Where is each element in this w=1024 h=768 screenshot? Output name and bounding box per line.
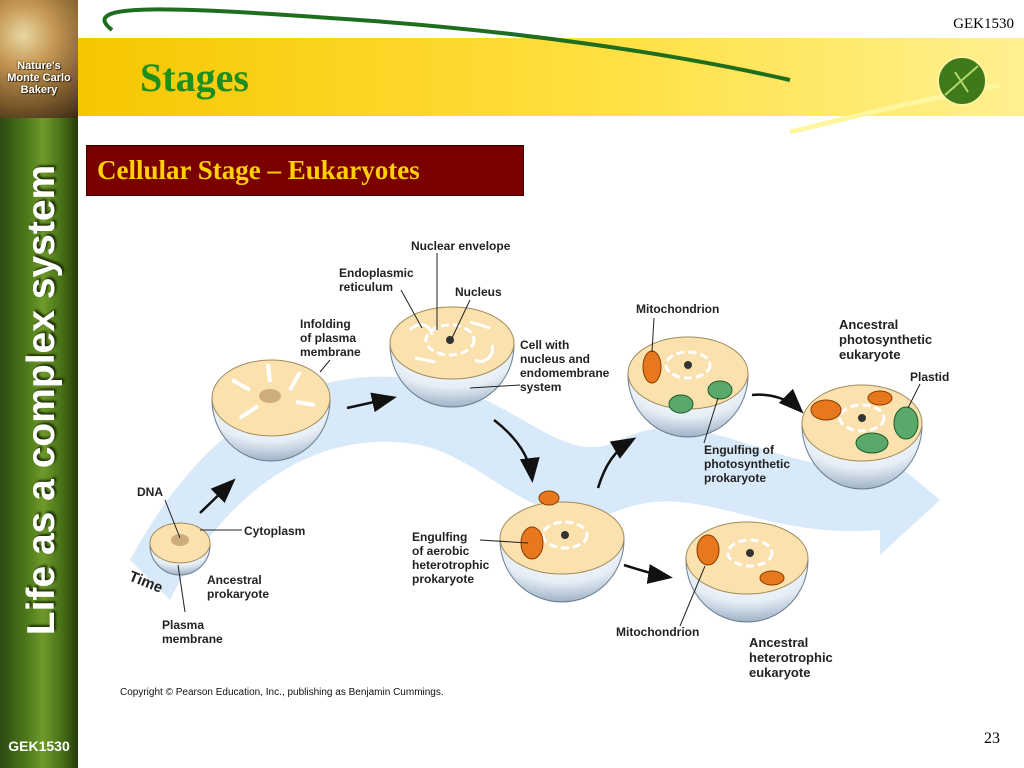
label-ancestral-prokaryote: Ancestral prokaryote bbox=[207, 573, 269, 601]
label-cytoplasm: Cytoplasm bbox=[244, 524, 305, 538]
leader-lines bbox=[164, 253, 921, 627]
mitochondrion-icon bbox=[867, 390, 893, 406]
plastid-icon bbox=[855, 432, 889, 454]
brand-line: Nature's bbox=[17, 60, 61, 72]
label-line: heterotrophic bbox=[749, 650, 833, 665]
label-ancestral-photosynthetic: Ancestral photosynthetic eukaryote bbox=[839, 317, 936, 362]
label-mitochondrion-top: Mitochondrion bbox=[636, 302, 719, 316]
label-line: prokaryote bbox=[412, 572, 474, 586]
label-line: Cell with bbox=[520, 338, 569, 352]
mitochondrion-icon bbox=[759, 570, 785, 586]
cell-infolding bbox=[211, 359, 331, 462]
cell-mitochondrion bbox=[627, 336, 749, 438]
label-engulfing-photosynthetic: Engulfing of photosynthetic prokaryote bbox=[704, 443, 793, 485]
mitochondrion-icon bbox=[696, 534, 720, 566]
label-line: membrane bbox=[162, 632, 223, 646]
header-band bbox=[78, 38, 1024, 116]
label-line: Ancestral bbox=[749, 635, 808, 650]
cell-ancestral-photosynthetic bbox=[801, 384, 923, 490]
leaf-vein bbox=[944, 65, 979, 96]
mitochondrion-icon bbox=[642, 350, 662, 384]
cell-engulfing-aerobic bbox=[499, 490, 625, 603]
label-mitochondrion-bottom: Mitochondrion bbox=[616, 625, 699, 639]
label-nuclear-envelope: Nuclear envelope bbox=[411, 239, 511, 253]
label-endoplasmic-reticulum: Endoplasmic reticulum bbox=[339, 266, 417, 294]
bakery-photo bbox=[0, 0, 78, 118]
subtitle: Cellular Stage – Eukaryotes bbox=[97, 155, 420, 185]
plastid-icon bbox=[707, 380, 733, 400]
label-line: Engulfing bbox=[412, 530, 467, 544]
label-line: Infolding bbox=[300, 317, 351, 331]
brand-logo-text: Nature's Monte Carlo Bakery bbox=[0, 60, 78, 96]
label-line: nucleus and bbox=[520, 352, 590, 366]
sidebar-course-code: GEK1530 bbox=[8, 738, 70, 754]
slide-title: Stages bbox=[140, 55, 249, 100]
label-cell-with-nucleus: Cell with nucleus and endomembrane syste… bbox=[520, 338, 613, 394]
swoosh-line bbox=[102, 7, 791, 82]
mitochondrion-icon bbox=[538, 490, 560, 506]
sidebar: Nature's Monte Carlo Bakery Life as a co… bbox=[0, 0, 78, 768]
subtitle-box bbox=[86, 145, 524, 196]
label-line: membrane bbox=[300, 345, 361, 359]
cell-nucleus-endomembrane bbox=[389, 306, 515, 408]
label-line: Engulfing of bbox=[704, 443, 775, 457]
label-line: system bbox=[520, 380, 561, 394]
label-line: prokaryote bbox=[704, 471, 766, 485]
label-line: Endoplasmic bbox=[339, 266, 414, 280]
mitochondrion-icon bbox=[810, 399, 842, 421]
cell-ancestral-heterotrophic bbox=[685, 521, 809, 623]
label-line: prokaryote bbox=[207, 587, 269, 601]
process-arrows bbox=[199, 388, 804, 584]
decor-swoosh bbox=[102, 7, 1001, 135]
plastid-icon bbox=[893, 406, 919, 440]
page-number: 23 bbox=[984, 730, 1000, 747]
label-plasma-membrane: Plasma membrane bbox=[162, 618, 223, 646]
label-dna: DNA bbox=[137, 485, 163, 499]
label-line: of plasma bbox=[300, 331, 356, 345]
label-line: eukaryote bbox=[749, 665, 810, 680]
copyright-notice: Copyright © Pearson Education, Inc., pub… bbox=[120, 687, 444, 698]
label-line: Ancestral bbox=[839, 317, 898, 332]
label-ancestral-heterotrophic: Ancestral heterotrophic eukaryote bbox=[749, 635, 836, 680]
course-code: GEK1530 bbox=[953, 16, 1014, 32]
label-nucleus: Nucleus bbox=[455, 285, 502, 299]
label-infolding: Infolding of plasma membrane bbox=[300, 317, 361, 359]
label-line: reticulum bbox=[339, 280, 393, 294]
label-plastid: Plastid bbox=[910, 370, 949, 384]
brand-line: Monte Carlo bbox=[7, 72, 71, 84]
brand-line: Bakery bbox=[20, 84, 58, 96]
label-line: photosynthetic bbox=[704, 457, 790, 471]
label-line: eukaryote bbox=[839, 347, 900, 362]
label-line: of aerobic bbox=[412, 544, 470, 558]
label-line: Plasma bbox=[162, 618, 204, 632]
label-line: heterotrophic bbox=[412, 558, 490, 572]
time-arrow-band bbox=[130, 376, 940, 600]
label-engulfing-aerobic: Engulfing of aerobic heterotrophic proka… bbox=[412, 530, 493, 586]
plastid-icon bbox=[668, 394, 694, 414]
label-line: Ancestral bbox=[207, 573, 262, 587]
cell-ancestral-prokaryote bbox=[149, 522, 211, 576]
label-line: photosynthetic bbox=[839, 332, 932, 347]
label-line: endomembrane bbox=[520, 366, 610, 380]
